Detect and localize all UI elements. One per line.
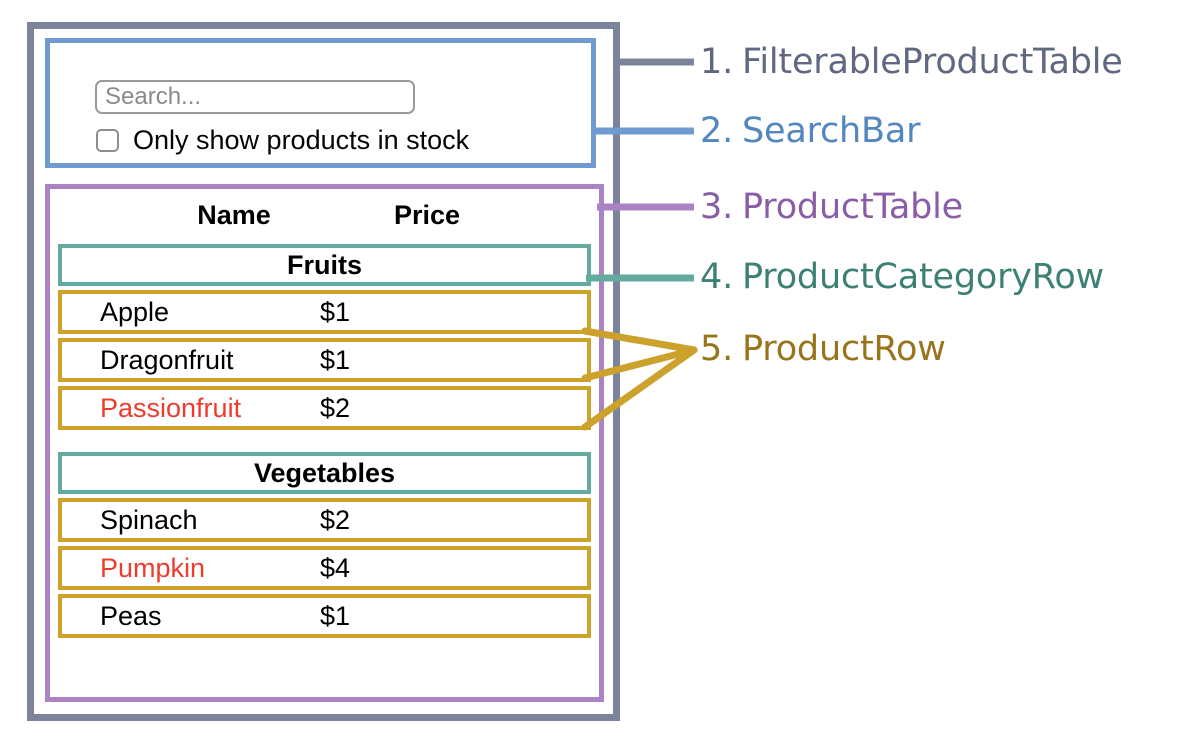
product-table-rows: Fruits Apple $1 Dragonfruit $1 Passionfr… [58,244,591,642]
legend-item-product-table: 3.ProductTable [700,187,963,227]
product-table-header: Name Price [50,197,599,239]
product-row: Pumpkin $4 [58,546,591,590]
product-price: $4 [320,553,351,583]
product-row: Dragonfruit $1 [58,338,591,382]
product-name: Dragonfruit [100,345,234,375]
product-category-row: Fruits [58,244,591,286]
legend-number: 3. [700,187,733,227]
legend-number: 4. [700,257,733,297]
legend-item-product-category-row: 4.ProductCategoryRow [700,257,1104,297]
search-bar-frame: Only show products in stock [45,38,596,168]
legend-number: 5. [700,329,733,369]
legend-text: ProductTable [742,187,963,227]
product-row: Spinach $2 [58,498,591,542]
legend-text: FilterableProductTable [742,42,1123,82]
in-stock-checkbox-row[interactable]: Only show products in stock [96,125,469,155]
search-input[interactable] [95,80,415,114]
product-row: Apple $1 [58,290,591,334]
legend-item-filterable-product-table: 1.FilterableProductTable [700,42,1123,82]
product-name: Pumpkin [100,553,206,583]
product-price: $2 [320,505,351,535]
checkbox-icon[interactable] [96,128,119,152]
product-name: Peas [100,601,162,631]
row-group-spacer [58,434,591,452]
in-stock-checkbox-label: Only show products in stock [133,125,470,155]
legend-text: SearchBar [742,111,921,151]
product-name: Apple [100,297,170,327]
legend-text: ProductRow [742,329,946,369]
legend-item-product-row: 5.ProductRow [700,329,946,369]
column-header-price: Price [393,200,461,230]
product-name: Passionfruit [100,393,242,423]
product-price: $1 [320,601,351,631]
legend-number: 1. [700,42,733,82]
legend-item-search-bar: 2.SearchBar [700,111,920,151]
product-row: Passionfruit $2 [58,386,591,430]
product-category-label: Fruits [286,250,362,280]
product-table-frame: Name Price Fruits Apple $1 Dragonfruit $… [45,184,604,702]
product-row: Peas $1 [58,594,591,638]
product-price: $2 [320,393,351,423]
product-price: $1 [320,345,351,375]
product-category-label: Vegetables [253,458,396,488]
column-header-name: Name [197,200,271,230]
legend-number: 2. [700,111,733,151]
product-name: Spinach [100,505,198,535]
legend-text: ProductCategoryRow [742,257,1104,297]
product-category-row: Vegetables [58,452,591,494]
product-price: $1 [320,297,351,327]
